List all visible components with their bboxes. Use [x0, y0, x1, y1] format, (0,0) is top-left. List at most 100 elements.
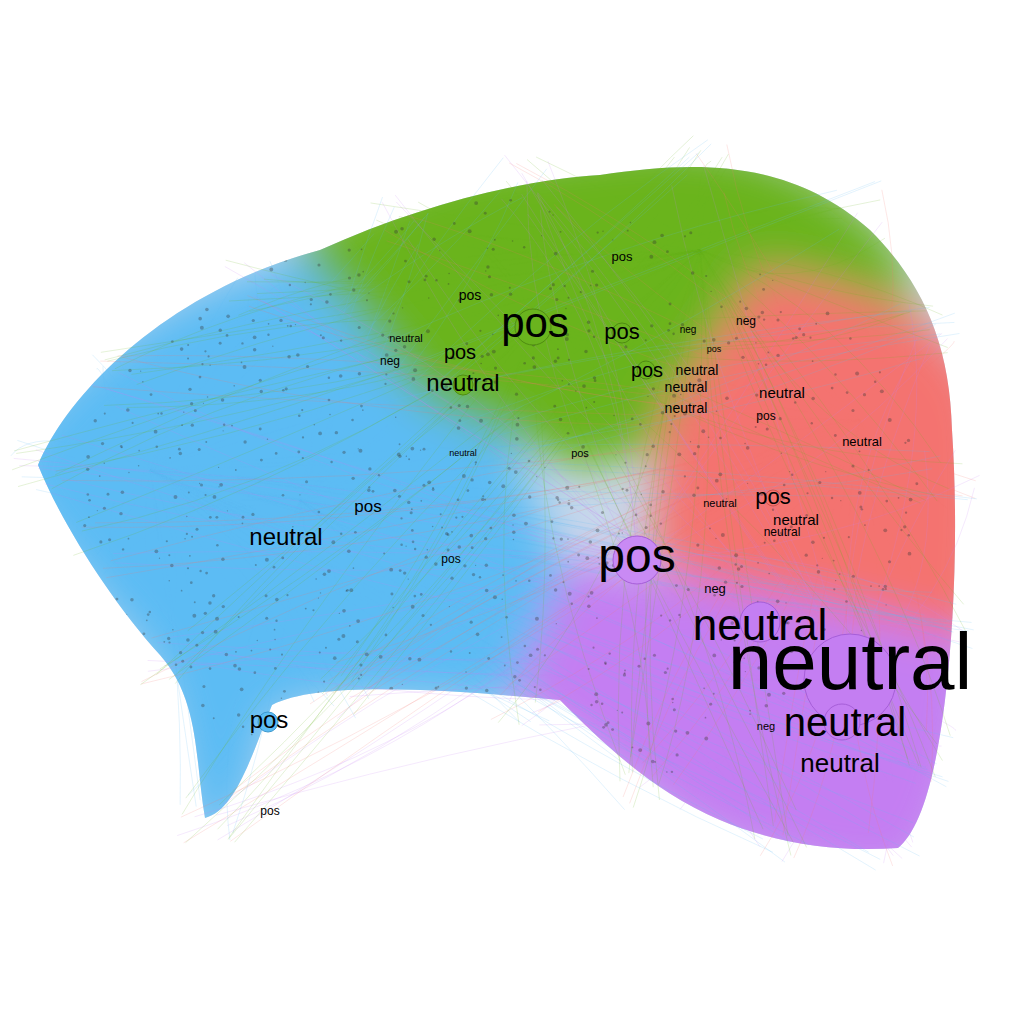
graph-node-dot — [835, 580, 836, 581]
edge-line — [150, 470, 200, 800]
graph-node-dot — [192, 614, 196, 618]
graph-node-dot — [260, 459, 263, 462]
graph-node-dot — [479, 419, 483, 423]
edge-line — [399, 217, 700, 253]
graph-node-dot — [485, 689, 488, 692]
node-label: neg — [704, 582, 726, 595]
graph-node-dot — [400, 227, 404, 231]
graph-node-dot — [805, 554, 808, 557]
graph-node-dot — [469, 742, 472, 745]
graph-node-dot — [392, 607, 393, 608]
graph-node-dot — [613, 415, 615, 417]
graph-node-dot — [406, 456, 407, 457]
graph-node-dot — [563, 285, 566, 288]
edge-line — [408, 239, 850, 680]
graph-node-dot — [461, 516, 463, 518]
graph-node-dot — [167, 637, 170, 640]
graph-node-dot — [414, 735, 417, 738]
graph-node-dot — [855, 371, 859, 375]
graph-node-dot — [295, 324, 296, 325]
graph-node-dot — [644, 658, 646, 660]
graph-node-dot — [900, 529, 902, 531]
graph-node-dot — [515, 393, 518, 396]
graph-node-dot — [515, 437, 519, 441]
graph-node-dot — [440, 513, 442, 515]
node-label: pos — [260, 805, 279, 817]
graph-node-dot — [816, 564, 818, 566]
edge-line — [300, 182, 518, 500]
graph-node-dot — [194, 601, 196, 603]
graph-node-dot — [749, 710, 751, 712]
edge-line — [150, 285, 279, 470]
graph-node-dot — [792, 337, 795, 340]
graph-node-dot — [94, 419, 97, 422]
graph-node-dot — [390, 593, 393, 596]
graph-node-dot — [710, 291, 711, 292]
graph-node-dot — [834, 434, 837, 437]
graph-node-dot — [298, 414, 301, 417]
graph-node-dot — [362, 409, 364, 411]
graph-node-dot — [353, 567, 355, 569]
graph-node-dot — [740, 585, 743, 588]
edge-line — [700, 238, 885, 274]
graph-node-dot — [806, 492, 808, 494]
graph-node-dot — [715, 479, 719, 483]
graph-node-dot — [567, 502, 570, 505]
edge-line — [860, 420, 953, 618]
graph-node-dot — [587, 321, 591, 325]
graph-node-dot — [811, 397, 815, 401]
graph-node-dot — [516, 661, 519, 664]
graph-node-dot — [421, 614, 424, 617]
edge-line — [860, 341, 954, 420]
graph-node-dot — [251, 734, 253, 736]
graph-node-dot — [332, 715, 336, 719]
graph-node-dot — [186, 516, 187, 517]
graph-node-dot — [624, 462, 626, 464]
graph-node-dot — [430, 624, 432, 626]
graph-node-dot — [580, 291, 582, 293]
graph-node-dot — [621, 712, 623, 714]
edge-line — [181, 420, 860, 817]
edge-line — [337, 560, 637, 718]
node-label: neutral — [665, 401, 708, 415]
graph-node-dot — [812, 360, 814, 362]
node-label: neutral — [249, 525, 322, 549]
graph-node-dot — [243, 365, 247, 369]
graph-node-dot — [449, 606, 450, 607]
graph-node-dot — [126, 614, 127, 615]
graph-node-dot — [885, 500, 888, 503]
graph-node-dot — [505, 616, 508, 619]
graph-node-dot — [208, 355, 210, 357]
graph-node-dot — [400, 543, 403, 546]
graph-node-dot — [265, 617, 268, 620]
graph-node-dot — [225, 653, 228, 656]
edge-line — [504, 327, 533, 725]
graph-node-dot — [627, 230, 629, 232]
graph-node-dot — [296, 353, 300, 357]
graph-node-dot — [680, 616, 681, 617]
graph-node-dot — [547, 778, 550, 781]
graph-node-dot — [592, 647, 594, 649]
graph-node-dot — [330, 461, 332, 463]
graph-node-dot — [324, 239, 327, 242]
edge-line — [637, 560, 912, 847]
graph-node-dot — [302, 457, 304, 459]
edge-line — [150, 470, 974, 630]
graph-node-dot — [360, 695, 363, 698]
graph-node-dot — [381, 333, 384, 336]
graph-node-dot — [180, 347, 184, 351]
graph-node-dot — [794, 401, 796, 403]
graph-node-dot — [469, 534, 473, 538]
graph-node-dot — [329, 414, 331, 416]
edge-line — [238, 248, 700, 315]
graph-node-dot — [674, 729, 677, 732]
graph-node-dot — [524, 522, 528, 526]
graph-node-dot — [231, 425, 233, 427]
graph-node-dot — [425, 275, 428, 278]
edge-line — [137, 250, 700, 385]
graph-node-dot — [196, 528, 199, 531]
graph-node-dot — [532, 709, 535, 712]
graph-node-dot — [701, 429, 705, 433]
graph-node-dot — [493, 595, 497, 599]
